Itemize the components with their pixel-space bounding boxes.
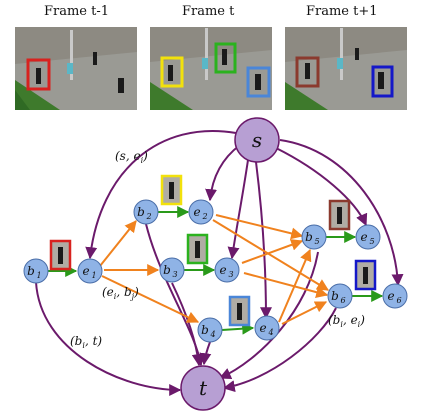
- detection-box-next-brown: [295, 56, 320, 88]
- patch-b6: [354, 259, 377, 291]
- node-b6-sub: 6: [340, 296, 345, 305]
- edge-s-e4: [255, 161, 272, 320]
- node-b5-sub: 5: [314, 237, 319, 246]
- node-e5: e 5: [355, 224, 381, 250]
- node-b1-sub: 1: [36, 271, 41, 280]
- node-e2: e 2: [188, 199, 214, 225]
- node-source: s: [234, 117, 280, 163]
- edge-e2-b6: [212, 219, 330, 291]
- node-b1-label: b: [27, 264, 35, 278]
- edge-e3-b6: [243, 272, 329, 299]
- edge-b1-t: [35, 281, 182, 396]
- node-e4-label: e: [259, 321, 266, 335]
- edge-b4-t: [199, 341, 212, 366]
- edge-e2-b5: [215, 214, 304, 240]
- edge-b6-t: [222, 307, 337, 393]
- detection-box-current-yellow: [160, 56, 184, 88]
- edge-e1-b4: [101, 275, 200, 323]
- node-b5-label: b: [305, 230, 313, 244]
- detection-patches: [49, 174, 377, 327]
- sink-edges: [35, 223, 337, 396]
- edge-s-e3: [227, 159, 249, 260]
- patch-b4: [228, 295, 251, 327]
- transition-edges: [99, 214, 330, 325]
- node-b2-sub: 2: [145, 212, 151, 221]
- detection-box-current-blue: [246, 66, 271, 98]
- detection-box-next-blue: [371, 65, 394, 98]
- source-edges: [85, 130, 404, 320]
- node-b5: b 5: [301, 224, 327, 250]
- patch-b1: [49, 239, 72, 271]
- node-b3: b 3: [159, 257, 185, 283]
- node-b3-label: b: [163, 263, 171, 277]
- detection-box-current-green: [214, 42, 237, 74]
- edge-b5-t: [218, 251, 319, 380]
- node-source-label: s: [252, 128, 262, 152]
- node-b2-label: b: [137, 205, 145, 219]
- patch-b2: [160, 174, 183, 206]
- node-e4-sub: 4: [267, 328, 273, 337]
- node-e1: e 1: [77, 258, 103, 284]
- node-e2-label: e: [193, 205, 200, 219]
- node-e5-label: e: [360, 230, 367, 244]
- edge-s-e5: [275, 147, 368, 227]
- patch-b3: [186, 233, 209, 265]
- patch-b5: [328, 199, 351, 231]
- frame-thumbnail-next: [285, 27, 407, 110]
- label-source-edge: (s, ei): [115, 149, 148, 165]
- edge-e3-b5: [241, 239, 304, 264]
- label-observation-edge: (bi, ei): [328, 313, 365, 329]
- edge-s-e6: [279, 139, 404, 287]
- node-e6-sub: 6: [396, 296, 401, 305]
- edge-e4-b6: [281, 301, 328, 325]
- node-e3-sub: 3: [228, 270, 233, 279]
- edge-b4-e4: [221, 322, 255, 335]
- node-b4-sub: 4: [209, 330, 215, 339]
- node-sink: t: [180, 365, 226, 411]
- node-e3: e 3: [214, 257, 240, 283]
- observation-edges: [48, 206, 384, 335]
- node-b6: b 6: [327, 283, 353, 309]
- frame-title-current: Frame t: [182, 4, 235, 19]
- node-e6-label: e: [387, 289, 394, 303]
- label-transition-edge: (ei, bj): [102, 285, 139, 301]
- frame-thumbnail-prev: [15, 27, 137, 110]
- node-e4: e 4: [254, 315, 280, 341]
- edge-e1-b2: [99, 220, 137, 267]
- node-b3-sub: 3: [172, 270, 177, 279]
- node-e1-label: e: [82, 264, 89, 278]
- edge-s-e2: [205, 144, 241, 202]
- node-sink-label: t: [199, 376, 208, 400]
- detection-box-prev-red: [26, 58, 51, 91]
- node-e6: e 6: [382, 283, 408, 309]
- frame-title-next: Frame t+1: [306, 4, 378, 19]
- edge-b3-t: [171, 282, 204, 367]
- frame-title-prev: Frame t-1: [44, 4, 110, 19]
- node-b4-label: b: [201, 323, 209, 337]
- node-e3-label: e: [219, 263, 226, 277]
- node-e1-sub: 1: [91, 271, 96, 280]
- node-e5-sub: 5: [369, 237, 374, 246]
- node-b2: b 2: [133, 199, 159, 225]
- label-sink-edge: (bi, t): [70, 334, 102, 350]
- edge-s-e1: [85, 130, 237, 260]
- node-b4: b 4: [197, 317, 223, 343]
- frame-thumbnail-current: [150, 27, 272, 110]
- edge-e4-b5: [278, 248, 312, 323]
- node-b6-label: b: [331, 289, 339, 303]
- node-b1: b 1: [23, 258, 49, 284]
- node-e2-sub: 2: [201, 212, 207, 221]
